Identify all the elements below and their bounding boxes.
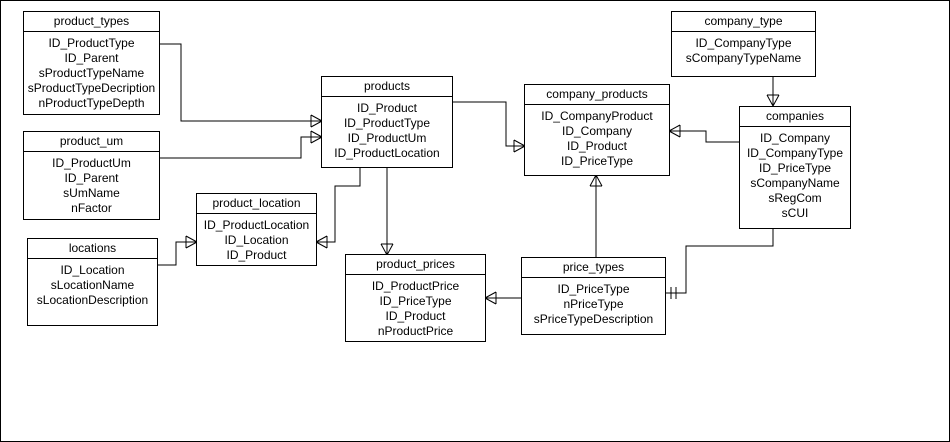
rel-company-type-companies <box>766 76 780 107</box>
entity-product-location[interactable]: product_location ID_ProductLocation ID_L… <box>196 193 317 266</box>
rel-companies-price-types <box>665 228 774 299</box>
field-id-company: ID_Company <box>561 124 633 138</box>
field-id-product: ID_Product <box>566 139 628 153</box>
rel-products-product-location <box>315 167 361 249</box>
field-nproductprice: nProductPrice <box>377 324 454 338</box>
field-id-companytype: ID_CompanyType <box>746 146 844 160</box>
field-nproducttypedepth: nProductTypeDepth <box>38 96 145 110</box>
entity-title: price_types <box>522 258 665 278</box>
entity-price-types[interactable]: price_types ID_PriceType nPriceType sPri… <box>521 257 666 335</box>
field-sregcom: sRegCom <box>768 191 822 205</box>
entity-product-types[interactable]: product_types ID_ProductType ID_Parent s… <box>23 11 160 115</box>
field-id-location: ID_Location <box>60 263 125 277</box>
field-id-parent: ID_Parent <box>64 51 119 65</box>
field-id-company: ID_Company <box>759 131 831 145</box>
field-id-parent: ID_Parent <box>64 171 119 185</box>
field-id-companytype: ID_CompanyType <box>695 36 792 50</box>
rel-companies-company-products <box>668 124 740 143</box>
entity-products[interactable]: products ID_Product ID_ProductType ID_Pr… <box>321 76 453 168</box>
field-id-pricetype: ID_PriceType <box>379 294 452 308</box>
entity-title: product_um <box>24 132 159 152</box>
field-sproducttypedecription: sProductTypeDecription <box>27 81 156 95</box>
field-spricetypedescription: sPriceTypeDescription <box>533 312 654 326</box>
field-id-producttype: ID_ProductType <box>343 116 431 130</box>
entity-companies[interactable]: companies ID_Company ID_CompanyType ID_P… <box>739 106 851 229</box>
field-sumname: sUmName <box>63 186 120 200</box>
entity-title: company_products <box>525 85 669 105</box>
field-id-location: ID_Location <box>224 233 289 247</box>
field-id-productlocation: ID_ProductLocation <box>334 146 440 160</box>
field-id-product: ID_Product <box>385 309 446 323</box>
field-id-producttype: ID_ProductType <box>48 36 135 50</box>
field-scompanyname: sCompanyName <box>750 176 840 190</box>
field-id-productlocation: ID_ProductLocation <box>203 218 310 232</box>
entity-title: locations <box>28 239 157 259</box>
entity-company-products[interactable]: company_products ID_CompanyProduct ID_Co… <box>524 84 670 176</box>
entity-locations[interactable]: locations ID_Location sLocationName sLoc… <box>27 238 158 326</box>
rel-product-types-products <box>159 43 323 128</box>
rel-locations-product-location <box>157 235 198 266</box>
entity-company-type[interactable]: company_type ID_CompanyType sCompanyType… <box>671 11 816 77</box>
field-npricetype: nPriceType <box>563 297 624 311</box>
entity-title: product_types <box>24 12 159 32</box>
field-slocationdescription: sLocationDescription <box>36 293 149 307</box>
field-scui: sCUI <box>781 206 809 220</box>
entity-product-prices[interactable]: product_prices ID_ProductPrice ID_PriceT… <box>345 254 486 342</box>
rel-products-company-products <box>453 101 526 153</box>
rel-price-types-company-products <box>589 174 603 258</box>
entity-title: companies <box>740 107 850 127</box>
field-nfactor: nFactor <box>71 201 112 215</box>
entity-title: product_prices <box>346 255 485 275</box>
field-id-productprice: ID_ProductPrice <box>371 279 460 293</box>
field-id-pricetype: ID_PriceType <box>758 161 832 175</box>
field-id-companyproduct: ID_CompanyProduct <box>541 109 653 123</box>
field-sproducttypename: sProductTypeName <box>38 66 145 80</box>
field-slocationname: sLocationName <box>50 278 135 292</box>
entity-title: products <box>322 77 452 97</box>
field-id-product: ID_Product <box>226 248 287 262</box>
entity-product-um[interactable]: product_um ID_ProductUm ID_Parent sUmNam… <box>23 131 160 220</box>
field-scompanytypename: sCompanyTypeName <box>685 51 802 65</box>
entity-title: product_location <box>197 194 316 214</box>
field-id-pricetype: ID_PriceType <box>560 154 634 168</box>
entity-title: company_type <box>672 12 815 32</box>
field-id-pricetype: ID_PriceType <box>557 282 630 296</box>
rel-price-types-product-prices <box>484 291 522 305</box>
rel-product-um-products <box>159 130 323 159</box>
rel-products-product-prices <box>380 167 394 256</box>
field-id-productum: ID_ProductUm <box>52 156 131 170</box>
field-id-product: ID_Product <box>356 101 418 115</box>
field-id-productum: ID_ProductUm <box>347 131 427 145</box>
